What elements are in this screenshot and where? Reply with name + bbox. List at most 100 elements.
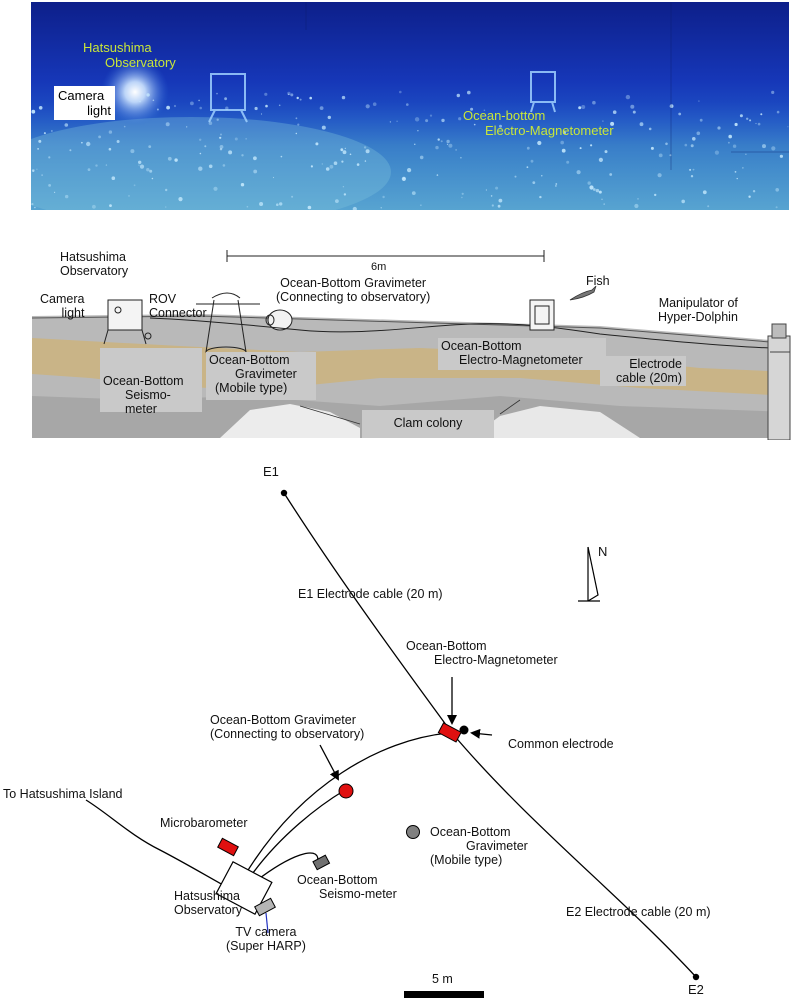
sketch-rov-label: ROV Connector — [149, 292, 207, 320]
electromagnetometer-frame — [530, 71, 556, 113]
sediment-speck — [632, 110, 636, 114]
map-drawing — [85, 489, 700, 998]
sediment-speck — [589, 185, 594, 190]
sediment-speck — [165, 188, 168, 192]
sediment-speck — [734, 122, 738, 127]
sediment-speck — [87, 168, 91, 172]
sediment-speck — [278, 104, 281, 107]
sediment-speck — [108, 130, 113, 134]
sediment-speck — [458, 117, 462, 121]
sediment-speck — [467, 90, 471, 95]
sketch-hatsushima-label: Hatsushima Observatory — [60, 250, 129, 278]
north-arrow — [578, 546, 600, 602]
sediment-speck — [576, 170, 581, 175]
sediment-speck — [734, 171, 737, 173]
sketch-clam-line — [299, 405, 361, 425]
sediment-speck — [31, 169, 35, 172]
sediment-speck — [508, 132, 510, 134]
sediment-speck — [696, 131, 701, 136]
sediment-speck — [485, 189, 487, 191]
north-label: N — [598, 544, 608, 559]
sediment-speck — [739, 114, 743, 118]
sediment-speck — [473, 123, 476, 126]
sediment-speck — [208, 121, 213, 125]
sediment-speck — [151, 177, 154, 180]
sediment-speck — [253, 169, 258, 174]
sediment-speck — [241, 154, 244, 157]
sediment-speck — [648, 127, 652, 131]
electromagnetometer-marker — [437, 722, 462, 743]
sediment-speck — [259, 202, 264, 206]
sediment-speck — [41, 174, 43, 176]
gravimeter-cable-b — [249, 789, 346, 878]
sediment-speck — [86, 141, 91, 147]
camera-light-glow — [101, 58, 169, 126]
sediment-speck — [186, 126, 188, 128]
sediment-speck — [757, 122, 761, 126]
sediment-speck — [528, 112, 531, 115]
sediment-speck — [51, 130, 53, 132]
sediment-speck — [581, 105, 586, 109]
sketch-scale-bar — [226, 250, 545, 262]
sediment-speck — [755, 122, 757, 125]
mosaic-seams — [305, 2, 789, 170]
sketch-clam-line-right — [499, 399, 521, 415]
sediment-speck — [199, 138, 202, 141]
sediment-speck — [341, 95, 346, 100]
sediment-speck — [746, 117, 749, 121]
sediment-speck — [579, 147, 582, 150]
sediment-speck — [681, 199, 685, 204]
sediment-speck — [491, 204, 494, 207]
sediment-speck — [762, 144, 766, 149]
map-scale-label: 5 m — [432, 972, 453, 986]
sediment-speck — [325, 167, 330, 171]
microbarometer-label: Microbarometer — [160, 816, 248, 830]
sediment-speck — [483, 109, 486, 112]
sediment-speck — [690, 175, 694, 178]
e1-label: E1 — [263, 464, 279, 479]
sediment-speck — [742, 167, 744, 169]
sediment-speck — [490, 195, 493, 197]
sediment-speck — [526, 146, 530, 150]
sediment-speck — [333, 161, 338, 165]
sediment-speck — [514, 175, 517, 178]
sediment-speck — [658, 153, 663, 158]
seismometer-marker — [312, 854, 331, 871]
sediment-speck — [401, 176, 406, 181]
sediment-speck — [555, 185, 557, 187]
sketch-manipulator — [767, 323, 791, 440]
sediment-speck — [698, 100, 700, 102]
sediment-speck — [297, 123, 300, 126]
sediment-speck — [166, 105, 171, 110]
sediment-speck — [138, 164, 140, 166]
sediment-speck — [692, 168, 695, 171]
sediment-speck — [537, 140, 542, 146]
sediment-speck — [307, 205, 312, 210]
sediment-speck — [265, 104, 268, 108]
sediment-speck — [437, 138, 440, 141]
sediment-speck — [295, 132, 297, 135]
sediment-speck — [287, 93, 290, 96]
sketch-camera-label: Camera light — [40, 292, 85, 320]
sediment-speck — [441, 118, 445, 123]
sediment-speck — [156, 108, 159, 111]
sediment-speck — [363, 146, 367, 149]
sediment-speck — [34, 206, 36, 209]
sediment-speck — [167, 156, 172, 161]
sediment-speck — [128, 195, 130, 197]
sediment-speck — [356, 163, 360, 166]
sediment-speck — [630, 104, 635, 109]
sediment-speck — [650, 146, 654, 150]
sediment-speck — [342, 150, 347, 155]
sketch-cable — [149, 317, 771, 349]
sketch-manipulator-label: Manipulator of Hyper-Dolphin — [658, 296, 738, 324]
sediment-speck — [455, 149, 457, 151]
sediment-speck — [639, 122, 644, 127]
sediment-speck — [148, 145, 152, 149]
sediment-speck — [199, 152, 202, 155]
sediment-speck — [775, 188, 779, 192]
sediment-speck — [436, 174, 439, 176]
gravimeter-connected-marker — [338, 783, 354, 799]
seafloor-sketch: Hatsushima Observatory 6m Ocean-Bottom G… — [0, 228, 794, 440]
sediment-speck — [272, 176, 275, 179]
